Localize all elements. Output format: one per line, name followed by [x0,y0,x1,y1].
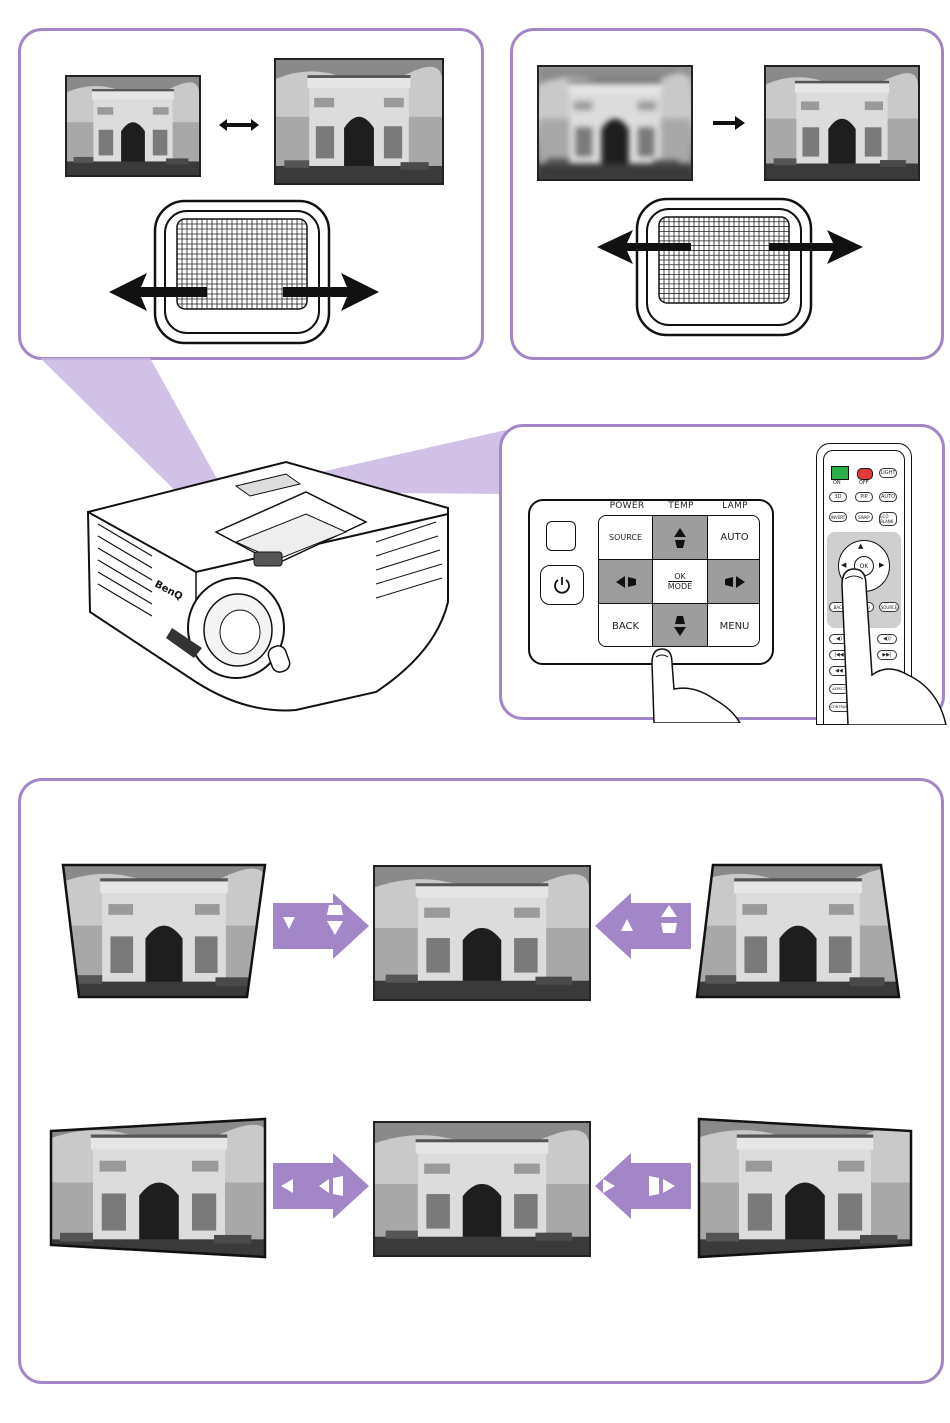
keystone-trapezoid-left-tall [695,1117,915,1263]
keystone-arrow-right-1 [271,893,371,963]
keystone-arrow-left-1 [593,893,693,963]
remote-swap-button[interactable]: SWAP [855,512,873,522]
remote-on-label: ON [833,480,841,486]
temp-indicator-label: TEMP [654,501,708,511]
remote-pip-button[interactable]: PiP [855,492,873,502]
power-icon [552,575,572,595]
lamp-indicator-label: LAMP [708,501,762,511]
keypad-grid: SOURCE AUTO OK MODE BACK MENU [598,515,760,647]
finger-on-remote [828,565,948,729]
remote-auto-button[interactable]: AUTO [879,492,897,502]
ok-mode-key[interactable]: OK MODE [653,560,707,604]
keystone-left-icon [615,575,637,589]
remote-on-button[interactable] [831,466,849,480]
finger-illustration [644,633,744,727]
keystone-up-key[interactable] [653,516,707,560]
power-indicator-label: POWER [600,501,654,511]
remote-eco-blank-button[interactable]: ECO BLANK [879,512,897,526]
keystone-arrow-left-2 [593,1153,693,1223]
auto-key[interactable]: AUTO [707,516,760,560]
remote-up-icon[interactable]: ▲ [858,542,863,550]
power-button[interactable] [546,521,576,551]
keystone-left-key[interactable] [599,560,653,604]
keystone-trapezoid-top-wide [61,861,267,1005]
keystone-right-icon [724,575,746,589]
remote-invert-button[interactable]: INVERT [829,512,847,522]
keystone-trapezoid-bottom-wide [695,861,901,1005]
keystone-corrected-1 [373,865,591,1001]
source-key[interactable]: SOURCE [599,516,653,560]
power-key[interactable] [540,565,584,605]
keystone-up-icon [673,527,687,549]
remote-3d-button[interactable]: 3D [829,492,847,502]
projector-illustration: BenQ [76,452,466,718]
keystone-arrow-right-2 [271,1153,371,1223]
keystone-corrected-2 [373,1121,591,1257]
keystone-panel [18,778,944,1384]
keystone-right-key[interactable] [707,560,760,604]
controls-panel: SOURCE AUTO OK MODE BACK MENU POWER TEMP [499,424,945,720]
remote-light-button[interactable]: LIGHT [879,468,897,478]
remote-off-button[interactable] [857,468,873,480]
remote-off-label: OFF [859,480,869,486]
keystone-trapezoid-right-tall [49,1117,269,1263]
